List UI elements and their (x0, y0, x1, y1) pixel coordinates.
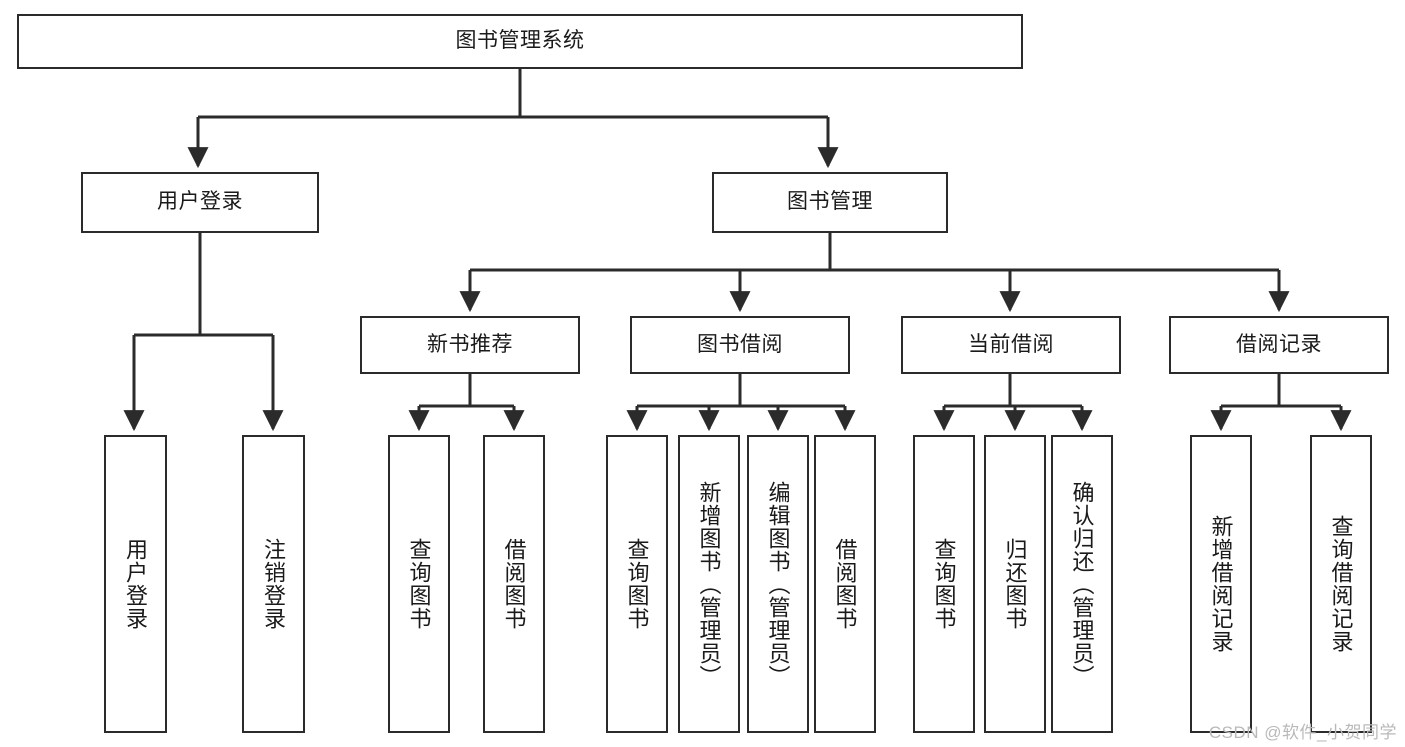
leaf-logout[interactable]: 注销登录 (242, 435, 305, 733)
leaf-query-book-borrow[interactable]: 查询图书 (606, 435, 668, 733)
node-label: 归还图书 (1002, 538, 1028, 630)
leaf-add-book-admin[interactable]: 新增图书（管理员） (678, 435, 740, 733)
node-label: 查询图书 (406, 538, 432, 630)
node-book-borrow[interactable]: 图书借阅 (630, 316, 850, 374)
node-book-management[interactable]: 图书管理 (712, 172, 948, 233)
leaf-user-login[interactable]: 用户登录 (104, 435, 167, 733)
node-borrow-record[interactable]: 借阅记录 (1169, 316, 1389, 374)
node-current-borrow[interactable]: 当前借阅 (901, 316, 1121, 374)
node-label: 新增借阅记录 (1208, 515, 1234, 653)
leaf-borrow-book-recommend[interactable]: 借阅图书 (483, 435, 545, 733)
node-label: 借阅记录 (1236, 332, 1322, 356)
node-label: 查询图书 (624, 538, 650, 630)
leaf-return-book[interactable]: 归还图书 (984, 435, 1046, 733)
leaf-query-borrow-record[interactable]: 查询借阅记录 (1310, 435, 1372, 733)
leaf-add-borrow-record[interactable]: 新增借阅记录 (1190, 435, 1252, 733)
node-label: 查询借阅记录 (1328, 515, 1354, 653)
node-label: 注销登录 (261, 538, 287, 630)
node-root-system[interactable]: 图书管理系统 (17, 14, 1023, 69)
node-user-login[interactable]: 用户登录 (81, 172, 319, 233)
node-label: 新书推荐 (427, 332, 513, 356)
node-label: 借阅图书 (832, 538, 858, 630)
leaf-query-book-recommend[interactable]: 查询图书 (388, 435, 450, 733)
node-label: 图书借阅 (697, 332, 783, 356)
node-label: 确认归还（管理员） (1069, 480, 1095, 688)
node-label: 查询图书 (931, 538, 957, 630)
node-label: 编辑图书（管理员） (765, 480, 791, 688)
leaf-confirm-return-admin[interactable]: 确认归还（管理员） (1051, 435, 1113, 733)
node-label: 新增图书（管理员） (696, 480, 722, 688)
node-label: 当前借阅 (968, 332, 1054, 356)
node-label: 用户登录 (157, 190, 243, 214)
leaf-borrow-book[interactable]: 借阅图书 (814, 435, 876, 733)
leaf-edit-book-admin[interactable]: 编辑图书（管理员） (747, 435, 809, 733)
node-label: 用户登录 (123, 538, 149, 630)
node-label: 图书管理系统 (455, 29, 585, 53)
node-label: 图书管理 (787, 190, 873, 214)
node-label: 借阅图书 (501, 538, 527, 630)
leaf-query-book-current[interactable]: 查询图书 (913, 435, 975, 733)
node-new-book-recommend[interactable]: 新书推荐 (360, 316, 580, 374)
csdn-watermark: CSDN @软件_小贺同学 (1208, 723, 1397, 742)
